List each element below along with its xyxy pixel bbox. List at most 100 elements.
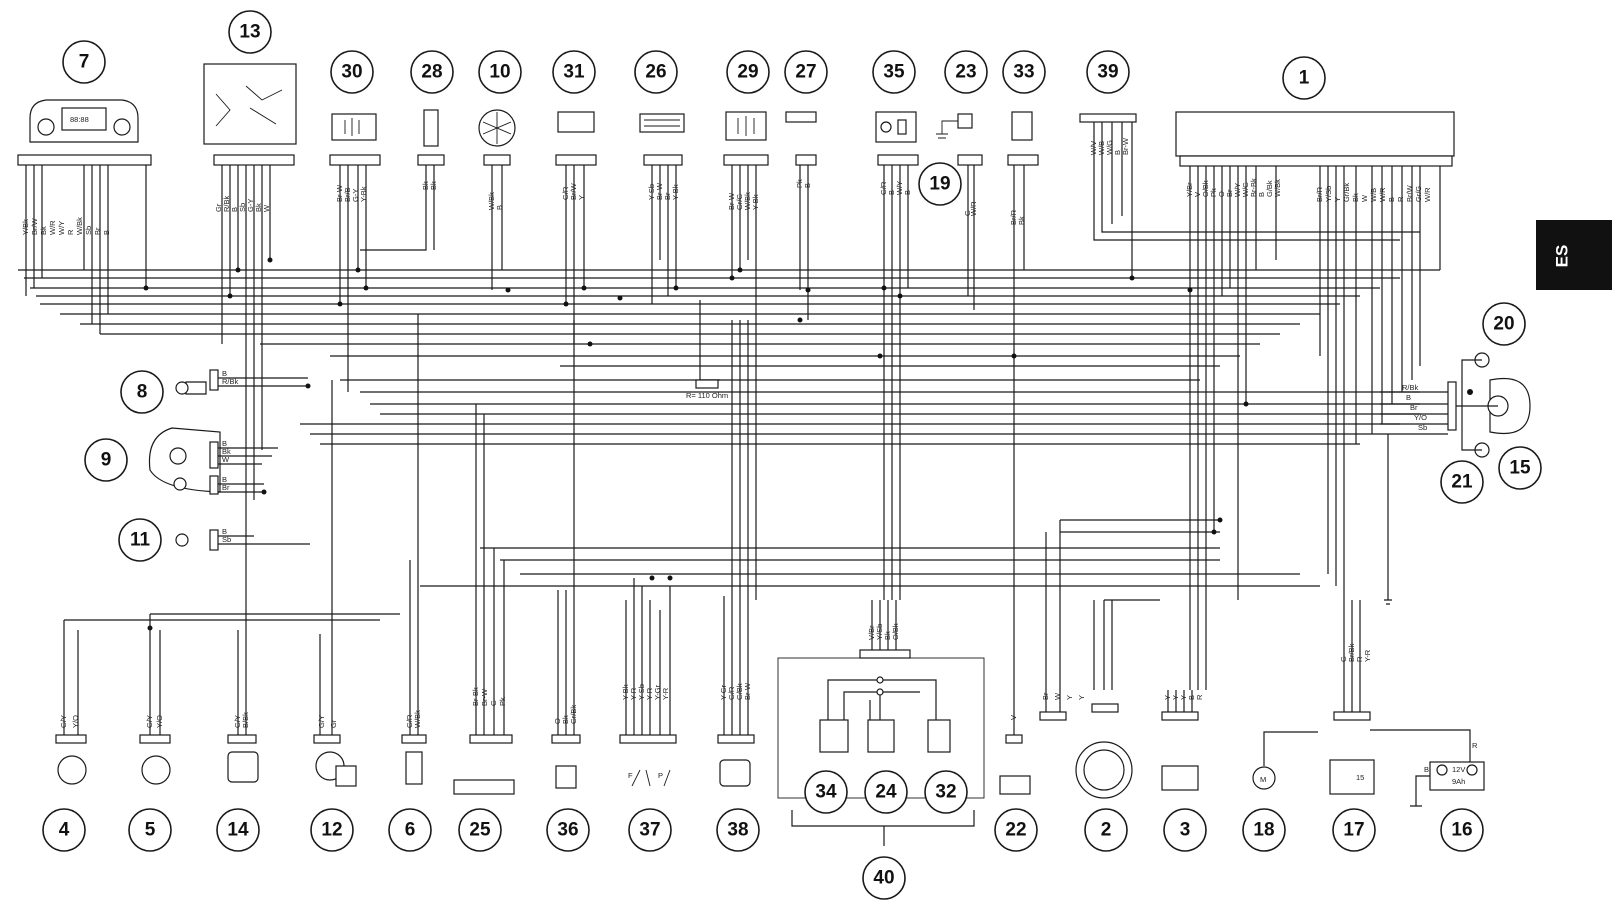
- callout-circle: [862, 856, 906, 900]
- callout-22: 22: [994, 808, 1038, 852]
- wire-color-label: W/Bk: [75, 217, 84, 235]
- callout-number: 15: [1509, 458, 1531, 479]
- wire-color-label: B: [230, 207, 239, 212]
- callout-number: 25: [469, 820, 491, 841]
- wire-labels-conn-23: GW/R: [963, 201, 978, 216]
- callout-18: 18: [1242, 808, 1286, 852]
- wire-color-label: Br/B: [343, 187, 352, 202]
- callout-circle: [994, 808, 1038, 852]
- wire-color-label: Gr/Bk: [1342, 183, 1351, 202]
- wire-color-label: Br: [222, 483, 230, 492]
- callout-number: 11: [130, 530, 151, 551]
- wire-color-label: Br-W: [1121, 137, 1130, 155]
- dashboard-instrument: 88:88: [17, 99, 152, 166]
- wire-color-label: Br/Bk: [1347, 643, 1356, 662]
- wire-color-label: B: [102, 230, 111, 235]
- wire-color-label: W: [222, 455, 230, 464]
- wire-color-label: W/Y: [895, 181, 904, 195]
- wire-color-label: Bk: [254, 203, 263, 212]
- callout-number: 17: [1343, 820, 1364, 841]
- callout-number: 1: [1299, 68, 1310, 89]
- callout-circle: [1440, 808, 1484, 852]
- wire-color-label: W/Bk: [1273, 179, 1282, 197]
- callout-38: 38: [716, 808, 760, 852]
- callout-20: 20: [1482, 302, 1526, 346]
- callout-circle: [1332, 808, 1376, 852]
- wire-color-label: Gr/Bk: [569, 705, 578, 724]
- callout-6: 6: [388, 808, 432, 852]
- wire-color-label: Gr: [329, 719, 338, 728]
- callout-number: 40: [873, 868, 894, 889]
- connector-29: [723, 111, 769, 166]
- callout-circle: [120, 370, 164, 414]
- wire-color-label: B: [1406, 393, 1411, 402]
- callout-5: 5: [128, 808, 172, 852]
- wire-color-label: Bk: [1017, 216, 1026, 225]
- callout-23: 23: [944, 50, 988, 94]
- callout-circle: [1482, 302, 1526, 346]
- wire-color-label: Y/O: [71, 715, 80, 728]
- wire-color-label: G-Y: [351, 189, 360, 202]
- callout-13: 13: [228, 10, 272, 54]
- wire-labels-lamp-8: BR/Bk: [222, 369, 239, 386]
- sensor-33: [1007, 111, 1039, 166]
- callout-circle: [410, 50, 454, 94]
- wire-color-label: R/Bk: [222, 195, 231, 212]
- wire-color-label: Y-R: [1363, 649, 1372, 662]
- wire-color-label: V/Br: [867, 625, 876, 640]
- callout-19: 19: [918, 162, 962, 206]
- callout-circle: [546, 808, 590, 852]
- lamp-15: [1380, 352, 1531, 605]
- wire-color-label: R: [66, 229, 75, 235]
- callout-number: 35: [883, 62, 905, 83]
- wire-color-label: B: [903, 190, 912, 195]
- callout-number: 13: [239, 22, 260, 43]
- callout-32: 32: [924, 770, 968, 814]
- callout-number: 4: [59, 820, 70, 841]
- callout-number: 21: [1451, 472, 1473, 493]
- wire-color-label: B: [1387, 197, 1396, 202]
- callout-number: 16: [1451, 820, 1472, 841]
- wire-color-label: Y: [1163, 695, 1172, 700]
- wire-color-label: Y-Bk: [751, 194, 760, 210]
- wire-color-label: O/Bk: [891, 623, 900, 640]
- callout-number: 28: [421, 62, 442, 83]
- wire-color-label: Br/R: [1315, 186, 1324, 202]
- wire-color-label: W/G: [1241, 182, 1250, 197]
- wire-color-label: Y/Sb: [1324, 186, 1333, 202]
- callout-number: 37: [639, 820, 660, 841]
- callout-1: 1: [1282, 56, 1326, 100]
- wire-color-label: R/Bk: [222, 377, 239, 386]
- callout-circle: [872, 50, 916, 94]
- callout-circle: [388, 808, 432, 852]
- wire-color-label: Br: [1410, 403, 1418, 412]
- wire-color-label: Bk: [883, 631, 892, 640]
- callout-number: 24: [875, 782, 897, 803]
- callout-29: 29: [726, 50, 770, 94]
- wire-color-label: Br-W: [655, 182, 664, 200]
- connector-26: [639, 113, 685, 166]
- callout-number: 36: [557, 820, 578, 841]
- callout-12: 12: [310, 808, 354, 852]
- wire-color-label: Y/O: [155, 715, 164, 728]
- sensor-37-right-code: P: [658, 771, 663, 780]
- wire-color-label: Bk: [222, 447, 231, 456]
- callout-31: 31: [552, 50, 596, 94]
- callout-33: 33: [1002, 50, 1046, 94]
- wire-color-label: O/Bk: [1201, 180, 1210, 197]
- sensor-35: [875, 111, 919, 166]
- wire-color-label: Y: [577, 195, 586, 200]
- callout-36: 36: [546, 808, 590, 852]
- wire-color-label: G: [1339, 656, 1348, 662]
- wire-color-label: W: [262, 204, 271, 212]
- callout-circle: [228, 10, 272, 54]
- wire-color-label: Br: [663, 192, 672, 200]
- wire-color-label: B: [887, 190, 896, 195]
